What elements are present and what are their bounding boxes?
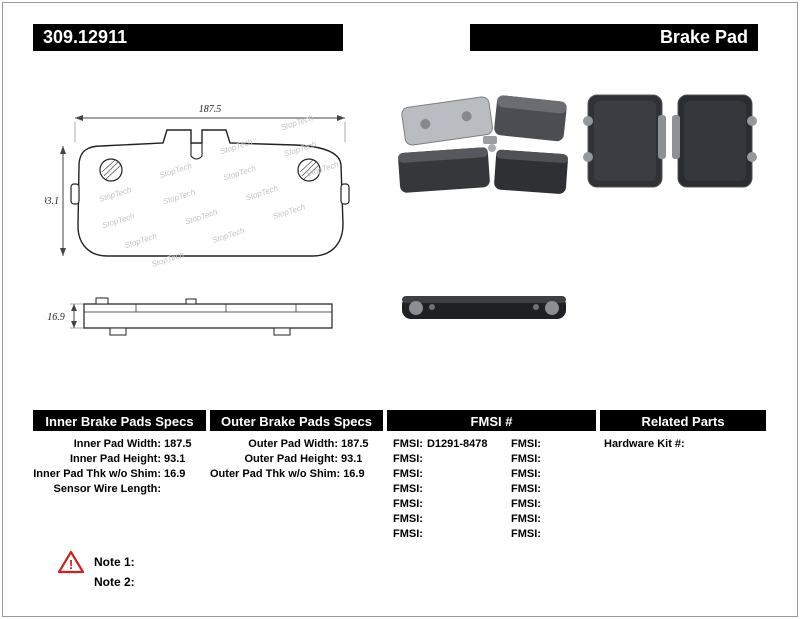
thickness-dimension: 16.9 <box>47 312 65 323</box>
related-parts-table: Hardware Kit #: <box>600 437 766 452</box>
table-row: FMSI:D1291-8478 FMSI: <box>393 438 541 450</box>
part-number: 309.12911 <box>43 27 128 47</box>
side-profile <box>83 303 333 329</box>
warning-icon: ! <box>57 550 85 574</box>
related-parts-header: Related Parts <box>600 410 766 431</box>
pad-set-photo-2 <box>580 85 760 200</box>
pad-set-photo-1 <box>395 88 570 196</box>
table-row: FMSI: FMSI: <box>393 528 541 540</box>
table-row: FMSI: FMSI: <box>393 483 541 495</box>
pad-front-drawing: 187.5 93.1 StopTech StopTech Sto <box>42 96 375 294</box>
fmsi-table: FMSI:D1291-8478 FMSI: FMSI: FMSI: FMSI: … <box>387 437 596 542</box>
page-title: Brake Pad <box>659 27 748 47</box>
part-number-bar: 309.12911 <box>33 24 343 51</box>
table-row: FMSI: FMSI: <box>393 468 541 480</box>
table-row: FMSI: FMSI: <box>393 498 541 510</box>
page-title-bar: Brake Pad <box>470 24 758 51</box>
table-row: Inner Pad Width:187.5 <box>73 438 192 450</box>
inner-specs-header: Inner Brake Pads Specs <box>33 410 206 431</box>
pad-side-photo <box>392 282 577 334</box>
svg-text:!: ! <box>69 557 73 572</box>
mount-hole-right <box>297 158 321 182</box>
table-row: Inner Pad Height:93.1 <box>69 453 186 465</box>
inner-specs-table: Inner Pad Width:187.5 Inner Pad Height:9… <box>33 437 206 497</box>
outer-specs-header: Outer Brake Pads Specs <box>210 410 383 431</box>
table-row: Sensor Wire Length: <box>53 483 161 495</box>
table-row: Outer Pad Height:93.1 <box>244 453 363 465</box>
pad-side-drawing: 16.9 <box>26 286 346 346</box>
outer-specs-table: Outer Pad Width:187.5 Outer Pad Height:9… <box>210 437 383 482</box>
fmsi-header: FMSI # <box>387 410 596 431</box>
table-row: FMSI: FMSI: <box>393 513 541 525</box>
note-1: Note 1: <box>94 555 135 569</box>
note-2: Note 2: <box>94 575 135 589</box>
svg-text:StopTech: StopTech <box>280 113 315 132</box>
table-row: Outer Pad Thk w/o Shim:16.9 <box>210 468 365 480</box>
height-dimension: 93.1 <box>45 196 59 207</box>
table-row: Hardware Kit #: <box>604 438 685 450</box>
table-row: FMSI: FMSI: <box>393 453 541 465</box>
table-row: Outer Pad Width:187.5 <box>248 438 369 450</box>
mount-hole-left <box>99 158 123 182</box>
table-row: Inner Pad Thk w/o Shim:16.9 <box>33 468 186 480</box>
pad-side-svg: 16.9 <box>47 297 333 336</box>
width-dimension: 187.5 <box>199 104 222 115</box>
pad-front-svg: 187.5 93.1 StopTech StopTech Sto <box>42 104 350 269</box>
pad-outline <box>77 129 344 257</box>
